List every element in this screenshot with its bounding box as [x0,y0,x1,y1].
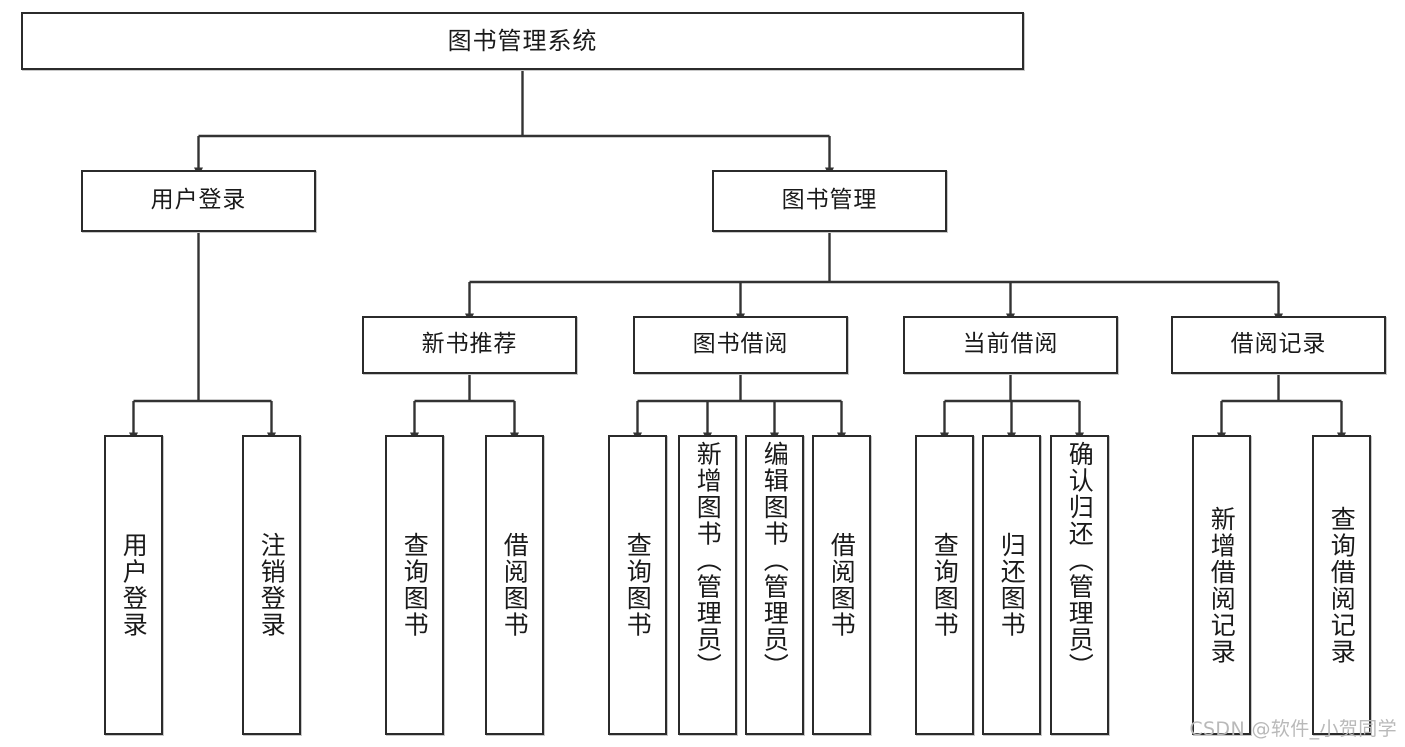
node-borrow-record[interactable]: 借阅记录 [1171,316,1386,374]
node-label: 归还图书 [997,532,1027,638]
node-leaf-user-login[interactable]: 用户登录 [104,435,163,735]
node-label: 用户登录 [150,187,247,214]
node-label: 借阅记录 [1230,331,1327,358]
node-current-borrow[interactable]: 当前借阅 [903,316,1118,374]
node-label: 当前借阅 [962,331,1059,358]
node-leaf-bb-edit[interactable]: 编辑图书（管理员） [745,435,804,735]
node-label: 新书推荐 [421,331,518,358]
node-leaf-cb-query[interactable]: 查询图书 [915,435,974,735]
node-leaf-rec-borrow[interactable]: 借阅图书 [485,435,544,735]
node-leaf-bb-query[interactable]: 查询图书 [608,435,667,735]
node-label: 查询图书 [400,532,430,638]
node-label: 确认归还（管理员） [1065,441,1095,680]
node-root[interactable]: 图书管理系统 [21,12,1024,70]
node-label: 查询借阅记录 [1327,505,1357,665]
node-label: 注销登录 [257,532,287,638]
node-new-book-rec[interactable]: 新书推荐 [362,316,577,374]
node-label: 用户登录 [119,532,149,638]
node-leaf-logout[interactable]: 注销登录 [242,435,301,735]
node-label: 图书管理 [781,187,878,214]
node-label: 新增借阅记录 [1207,505,1237,665]
node-label: 查询图书 [623,532,653,638]
watermark-label: CSDN @软件_小贺同学 [1189,718,1397,740]
node-label: 借阅图书 [500,532,530,638]
node-book-manage[interactable]: 图书管理 [712,170,947,232]
node-leaf-bb-add[interactable]: 新增图书（管理员） [678,435,737,735]
node-book-borrow[interactable]: 图书借阅 [633,316,848,374]
node-label: 图书借阅 [692,331,789,358]
node-label: 图书管理系统 [447,26,598,55]
node-leaf-br-add[interactable]: 新增借阅记录 [1192,435,1251,735]
node-leaf-br-query[interactable]: 查询借阅记录 [1312,435,1371,735]
node-label: 新增图书（管理员） [693,441,723,680]
node-label: 编辑图书（管理员） [760,441,790,680]
node-leaf-cb-confirm[interactable]: 确认归还（管理员） [1050,435,1109,735]
node-leaf-rec-query[interactable]: 查询图书 [385,435,444,735]
node-label: 查询图书 [930,532,960,638]
node-label: 借阅图书 [827,532,857,638]
node-user-login[interactable]: 用户登录 [81,170,316,232]
node-leaf-cb-return[interactable]: 归还图书 [982,435,1041,735]
node-leaf-bb-borrow[interactable]: 借阅图书 [812,435,871,735]
